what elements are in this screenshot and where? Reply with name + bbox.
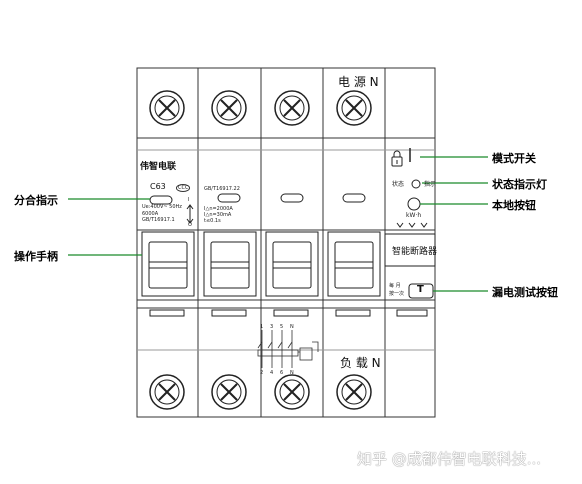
- mode-switch-icon: [391, 148, 411, 167]
- callout-local-button: 本地按钮: [492, 199, 536, 212]
- operating-handles: [141, 231, 381, 297]
- terminal-num-3: 3: [270, 324, 274, 330]
- callout-mode-switch: 模式开关: [492, 152, 536, 165]
- wifi-symbols: [396, 222, 428, 228]
- terminal-num-n-top: N: [290, 324, 294, 330]
- terminal-num-1: 1: [260, 324, 264, 330]
- callout-status-light: 状态指示灯: [492, 178, 547, 191]
- test-label-line2: 按一次: [389, 291, 405, 297]
- indicator-text: 指示: [424, 181, 437, 188]
- power-n-label: 电 源 N: [338, 75, 379, 89]
- ccc-mark: CCC: [176, 184, 191, 192]
- test-button-glyph: T: [417, 284, 424, 295]
- top-terminal-screws: [149, 90, 372, 126]
- callout-lines: [68, 156, 488, 292]
- leak-spec-3: t≤0.1s: [204, 218, 221, 224]
- leak-spec-1: I△n=2000A: [204, 206, 233, 212]
- spec-standard: GB/T16917.1: [142, 217, 175, 223]
- terminal-num-4: 4: [270, 370, 274, 376]
- model-label: C63: [150, 182, 166, 191]
- leak-spec-2: I△n=30mA: [204, 212, 232, 218]
- terminal-num-2: 2: [260, 370, 264, 376]
- test-label-line1: 每 月: [389, 283, 401, 289]
- terminal-num-6: 6: [280, 370, 284, 376]
- wiring-schematic: [257, 330, 319, 368]
- kwh-text: kW·h: [406, 212, 422, 219]
- load-n-label: 负 载 N: [340, 356, 381, 370]
- callout-leakage-test-button: 漏电测试按钮: [492, 286, 558, 299]
- callout-operating-handle: 操作手柄: [14, 250, 58, 263]
- status-text: 状态: [392, 181, 405, 188]
- brand-name: 伟智电联: [140, 162, 177, 172]
- spec-voltage: Ue:400V~ 50Hz: [142, 204, 182, 210]
- indicator-windows: [149, 193, 366, 205]
- terminal-num-n-bottom: N: [290, 370, 294, 376]
- handle-off-mark: O: [188, 222, 192, 228]
- callout-open-close-indicator: 分合指示: [14, 194, 58, 207]
- handle-on-mark: I: [188, 197, 190, 203]
- spec-capacity: 6000A: [142, 211, 159, 217]
- smart-breaker-label: 智能断路器: [392, 247, 438, 257]
- status-light-icon: [411, 179, 421, 189]
- brand-logo: 伟智电联: [140, 154, 176, 173]
- bottom-terminal-screws: [149, 374, 372, 410]
- pole2-standard: GB/T16917.22: [204, 186, 240, 192]
- watermark: 知乎 @成都伟智电联科技...: [357, 450, 542, 468]
- terminal-num-5: 5: [280, 324, 284, 330]
